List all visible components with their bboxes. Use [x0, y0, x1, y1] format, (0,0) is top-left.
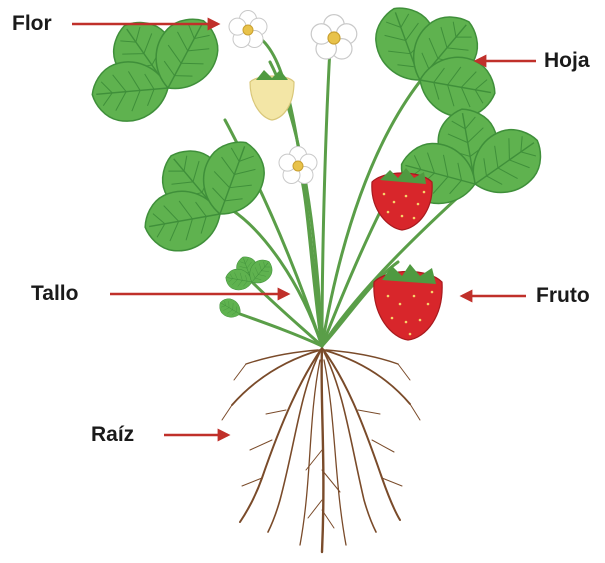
roots: [222, 348, 420, 552]
flower-3: [279, 147, 317, 184]
label-hoja: Hoja: [544, 50, 590, 71]
small-leaves: [216, 253, 277, 321]
leaf-mid-left: [140, 132, 274, 256]
flower-2: [311, 15, 357, 59]
fruit-unripe: [250, 70, 294, 120]
label-flor: Flor: [12, 13, 52, 34]
fruit-ripe-lower: [374, 264, 442, 340]
label-raiz: Raíz: [91, 424, 134, 445]
label-fruto: Fruto: [536, 285, 590, 306]
label-tallo: Tallo: [31, 283, 78, 304]
flower-1: [229, 11, 267, 48]
fruit-ripe-upper: [372, 168, 432, 230]
